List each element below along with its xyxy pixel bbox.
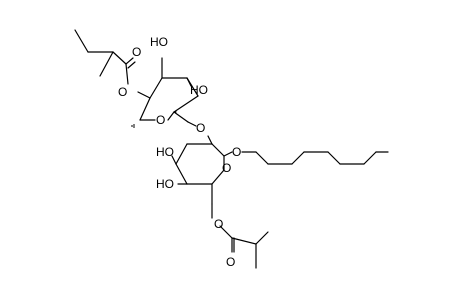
o-ring-bottom: O <box>222 161 231 175</box>
bottom-sugar-ring <box>171 135 233 219</box>
ho-mid: HO <box>156 145 174 159</box>
o-ring-top: O <box>156 113 165 127</box>
o-carbonyl-top: O <box>132 45 141 59</box>
octyl-chain <box>241 151 389 165</box>
o-glycosidic: O <box>196 121 205 135</box>
o-ester-top: O <box>118 85 127 99</box>
o-octyl: O <box>232 145 241 159</box>
ho-top-a: HO <box>150 35 168 49</box>
methylbutanoyl-chain <box>74 29 136 85</box>
isobutyryl-chain <box>219 225 269 269</box>
atom-labels: O O HO HO O O O O HO HO O O <box>118 35 241 269</box>
ho-top-b: HO <box>190 83 208 97</box>
ho-low: HO <box>156 177 174 191</box>
o-ester-bottom: O <box>214 217 223 231</box>
top-sugar-ring <box>131 57 199 128</box>
o-carbonyl-bottom: O <box>226 255 235 269</box>
